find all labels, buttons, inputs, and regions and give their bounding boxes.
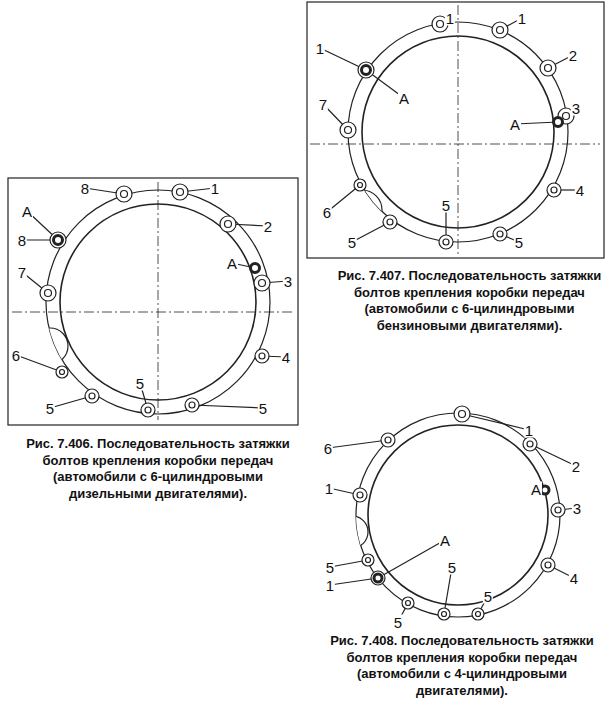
- callout-number: 4: [569, 571, 579, 586]
- callout-number: A: [509, 117, 521, 132]
- callout-number: 4: [575, 183, 585, 198]
- callout-number: 2: [571, 459, 581, 474]
- callout-number: 5: [483, 589, 493, 604]
- callout-number: 1: [210, 181, 220, 196]
- figure-caption: Рис. 7.406. Последовательность затяжки б…: [22, 436, 294, 503]
- callout-number: 8: [80, 181, 90, 196]
- callout-number: 6: [323, 441, 333, 456]
- callout-number: 1: [324, 481, 334, 496]
- callout-number: A: [398, 91, 410, 106]
- callout-number: 6: [322, 205, 332, 220]
- callout-number: 2: [263, 219, 273, 234]
- callout-number: 5: [347, 235, 357, 250]
- callout-number: 1: [325, 578, 335, 593]
- callout-number: 5: [258, 401, 268, 416]
- callout-number: 5: [325, 560, 335, 575]
- callout-number: 5: [393, 615, 403, 630]
- callout-number: 5: [45, 401, 55, 416]
- callout-number: 5: [514, 235, 524, 250]
- callout-number: 1: [517, 11, 527, 26]
- callout-number: 8: [17, 233, 27, 248]
- figure-frame: [307, 2, 604, 258]
- callout-number: A: [530, 482, 542, 497]
- callout-number: 6: [11, 348, 21, 363]
- figure-caption: Рис. 7.408. Последовательность затяжки б…: [326, 633, 598, 700]
- callout-number: A: [21, 204, 33, 219]
- figure-caption: Рис. 7.407. Последовательность затяжки б…: [337, 268, 602, 335]
- callout-number: 5: [441, 198, 451, 213]
- callout-number: 7: [17, 265, 27, 280]
- callout-number: 5: [447, 560, 457, 575]
- callout-number: 1: [315, 41, 325, 56]
- callout-number: 5: [135, 376, 145, 391]
- callout-number: 4: [281, 350, 291, 365]
- callout-number: 3: [283, 274, 293, 289]
- callout-number: 1: [445, 11, 455, 26]
- callout-number: 1: [524, 423, 534, 438]
- callout-number: 7: [318, 97, 328, 112]
- figure-frame: [8, 178, 298, 425]
- callout-number: A: [439, 533, 451, 548]
- callout-number: 2: [568, 48, 578, 63]
- callout-number: A: [226, 256, 238, 271]
- callout-number: 3: [571, 101, 581, 116]
- callout-number: 3: [572, 501, 582, 516]
